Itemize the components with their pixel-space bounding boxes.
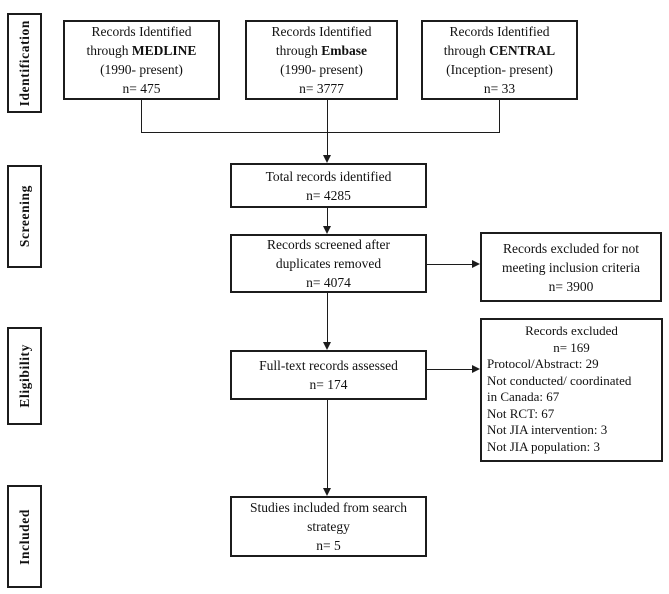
arrowhead-down-icon xyxy=(323,488,331,496)
record-count: n= 475 xyxy=(122,81,161,96)
box-excluded-eligibility: Records excluded n= 169 Protocol/Abstrac… xyxy=(480,318,663,462)
record-count: n= 3777 xyxy=(299,81,344,96)
record-count: n= 174 xyxy=(309,377,348,392)
exclusion-reason: Not JIA population: 3 xyxy=(487,438,601,454)
box-line: Records screened after xyxy=(267,237,390,252)
box-medline: Records Identified through MEDLINE (1990… xyxy=(63,20,220,100)
box-line: (1990- present) xyxy=(100,62,183,77)
box-excluded-screening: Records excluded for not meeting inclusi… xyxy=(480,232,662,302)
arrow-sources-to-total xyxy=(327,100,328,156)
arrowhead-down-icon xyxy=(323,155,331,163)
record-count: n= 4285 xyxy=(306,187,351,203)
box-line: through CENTRAL xyxy=(443,43,556,58)
exclusion-reason: Not RCT: 67 xyxy=(487,405,555,421)
stage-label: Screening xyxy=(16,185,32,248)
box-line: Full-text records assessed xyxy=(259,358,398,373)
box-studies-included: Studies included from search strategy n=… xyxy=(230,496,427,557)
stage-label: Identification xyxy=(16,19,32,107)
record-count: n= 169 xyxy=(553,339,590,355)
stage-label: Included xyxy=(16,508,32,565)
box-line: through Embase xyxy=(275,43,368,58)
exclusion-reason: Not JIA intervention: 3 xyxy=(487,422,608,437)
arrow-fulltext-to-studies xyxy=(327,400,328,489)
arrow-screened-to-excluded xyxy=(427,264,473,265)
arrowhead-right-icon xyxy=(472,365,480,373)
exclusion-reason: Not conducted/ coordinated in Canada: 67 xyxy=(487,372,632,405)
box-embase: Records Identified through Embase (1990-… xyxy=(245,20,398,100)
box-line: (1990- present) xyxy=(280,62,363,77)
box-line: duplicates removed xyxy=(275,256,382,271)
exclusion-reasons: Protocol/Abstract: 29 Not conducted/ coo… xyxy=(482,356,644,455)
arrowhead-down-icon xyxy=(323,226,331,234)
box-line: Records excluded for not xyxy=(502,240,640,256)
stage-label: Eligibility xyxy=(16,344,32,408)
record-count: n= 5 xyxy=(316,538,341,553)
record-count: n= 33 xyxy=(483,81,516,96)
arrow-fulltext-to-excluded xyxy=(427,369,473,370)
box-line: strategy xyxy=(307,519,350,534)
exclusion-reason: Protocol/Abstract: 29 xyxy=(487,356,599,371)
box-line: Records Identified xyxy=(91,24,192,39)
connector-collector-line xyxy=(141,132,500,133)
box-line: (Inception- present) xyxy=(446,62,553,77)
box-total-records: Total records identified n= 4285 xyxy=(230,163,427,208)
stage-screening: Screening xyxy=(7,165,42,268)
stage-identification: Identification xyxy=(7,13,42,113)
box-line: Records excluded xyxy=(525,323,618,338)
arrowhead-right-icon xyxy=(472,260,480,268)
arrow-screened-to-fulltext xyxy=(327,293,328,343)
connector-central-stub xyxy=(499,100,500,132)
arrowhead-down-icon xyxy=(323,342,331,350)
box-line: meeting inclusion criteria xyxy=(502,259,640,275)
box-central: Records Identified through CENTRAL (Ince… xyxy=(421,20,578,100)
connector-medline-stub xyxy=(141,100,142,132)
box-line: Records Identified xyxy=(271,24,372,39)
record-count: n= 3900 xyxy=(548,278,594,294)
box-line: Records Identified xyxy=(449,24,550,39)
box-line: through MEDLINE xyxy=(86,43,197,58)
box-fulltext-assessed: Full-text records assessed n= 174 xyxy=(230,350,427,400)
box-line: Studies included from search xyxy=(249,500,408,515)
arrow-total-to-screened xyxy=(327,208,328,227)
record-count: n= 4074 xyxy=(306,275,351,290)
box-records-screened: Records screened after duplicates remove… xyxy=(230,234,427,293)
stage-included: Included xyxy=(7,485,42,588)
box-line: Total records identified xyxy=(265,168,392,184)
stage-eligibility: Eligibility xyxy=(7,327,42,425)
